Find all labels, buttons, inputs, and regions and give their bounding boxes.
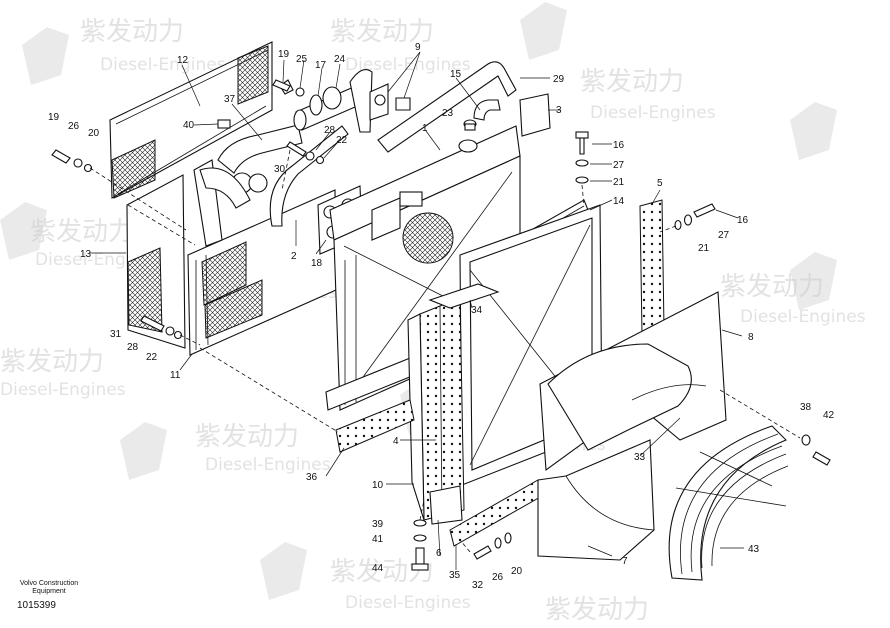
callout-12: 12 [177, 55, 189, 66]
side-panel-10 [407, 313, 425, 521]
callout-2: 2 [291, 251, 297, 262]
callout-13: 13 [80, 249, 92, 260]
callout-17: 17 [315, 60, 327, 71]
watermark-sub: Diesel-Engines [100, 55, 226, 75]
callout-40: 40 [183, 120, 195, 131]
wing-bolt-19a [51, 149, 71, 164]
watermark-brand: 紫发动力 [720, 272, 824, 302]
callout-4: 4 [393, 436, 399, 447]
watermark-brand: 紫发动力 [30, 217, 134, 247]
callout-1: 1 [422, 123, 428, 134]
base-bracket-6 [429, 485, 463, 525]
bracket-3 [519, 93, 551, 137]
callout-16: 16 [613, 140, 625, 151]
watermark-sub: Diesel-Engines [0, 380, 126, 400]
callout-28: 28 [127, 342, 139, 353]
plate-34 [428, 283, 500, 309]
callout-43: 43 [748, 544, 760, 555]
callout-28: 28 [324, 125, 336, 136]
callout-14: 14 [613, 196, 625, 207]
outlet-pipe-9 [369, 83, 411, 121]
callout-7: 7 [622, 556, 628, 567]
callout-24: 24 [334, 54, 346, 65]
watermark-brand: 紫发动力 [195, 422, 299, 452]
callout-34: 34 [471, 305, 483, 316]
watermark-sub: Diesel-Engines [345, 593, 471, 613]
callout-5: 5 [657, 178, 663, 189]
watermark-sub: Diesel-Engines [345, 55, 471, 75]
fan-shroud-8 [539, 291, 727, 472]
callout-41: 41 [372, 534, 384, 545]
support-rod-29 [377, 61, 517, 153]
callout-42: 42 [823, 410, 835, 421]
document-caption: Volvo Construction Equipment 1015399 [17, 580, 81, 611]
callout-26: 26 [68, 121, 80, 132]
fasteners [51, 79, 831, 571]
screen-panel-12 [109, 41, 273, 199]
callout-23: 23 [442, 108, 454, 119]
callout-15: 15 [450, 69, 462, 80]
callout-labels: 12 19 25 17 24 9 15 29 37 40 19 26 20 23… [48, 42, 835, 591]
oil-cooler-11 [187, 189, 337, 356]
callout-18: 18 [311, 258, 323, 269]
callout-6: 6 [436, 548, 442, 559]
callout-29: 29 [553, 74, 565, 85]
callout-30: 30 [274, 164, 286, 175]
callout-31: 31 [110, 329, 122, 340]
lower-shroud-7 [537, 439, 655, 561]
alignment-lines [89, 149, 801, 553]
watermark-sub: Diesel-Engines [590, 103, 716, 123]
callout-22: 22 [146, 352, 158, 363]
watermark-sub: Diesel-Engines [205, 455, 331, 475]
fan-guard-43 [668, 425, 789, 581]
callout-27: 27 [718, 230, 730, 241]
callout-8: 8 [748, 332, 754, 343]
callout-22: 22 [336, 135, 348, 146]
callout-19: 19 [278, 49, 290, 60]
hose-17-clamp-24 [279, 69, 373, 133]
callout-19: 19 [48, 112, 60, 123]
callout-25: 25 [296, 54, 308, 65]
callout-11: 11 [170, 370, 181, 381]
document-number: 1015399 [17, 600, 56, 611]
callout-35: 35 [449, 570, 461, 581]
side-bracket-5 [639, 199, 665, 335]
callout-33: 33 [634, 452, 646, 463]
watermark-brand: 紫发动力 [545, 595, 649, 625]
hose-elbow-30 [193, 124, 303, 247]
callout-27: 27 [613, 160, 625, 171]
caption-line-2: Equipment [32, 588, 66, 595]
callout-10: 10 [372, 480, 384, 491]
watermark-logo [0, 2, 837, 600]
handle-15 [473, 99, 501, 121]
leader-lines [90, 51, 744, 570]
callout-38: 38 [800, 402, 812, 413]
callout-3: 3 [556, 105, 562, 116]
callout-44: 44 [372, 563, 384, 574]
callout-36: 36 [306, 472, 318, 483]
callout-20: 20 [88, 128, 100, 139]
callout-16: 16 [737, 215, 749, 226]
watermark-brand: 紫发动力 [330, 17, 434, 47]
watermark-brand: 紫发动力 [0, 347, 104, 377]
radiator-cap-23 [463, 119, 477, 131]
watermark-brand: 紫发动力 [80, 17, 184, 47]
callout-20: 20 [511, 566, 523, 577]
callout-21: 21 [613, 177, 625, 188]
screen-panel-13 [126, 174, 186, 349]
callout-32: 32 [472, 580, 484, 591]
bracket-36 [335, 399, 415, 453]
callout-9: 9 [415, 42, 421, 53]
watermark-sub: Diesel-Engines [740, 307, 866, 327]
stay-rod-2 [269, 125, 349, 227]
callout-21: 21 [698, 243, 710, 254]
watermark-brand: 紫发动力 [580, 67, 684, 97]
callout-26: 26 [492, 572, 504, 583]
callout-39: 39 [372, 519, 384, 530]
callout-37: 37 [224, 94, 236, 105]
caption-line-1: Volvo Construction [19, 580, 79, 587]
